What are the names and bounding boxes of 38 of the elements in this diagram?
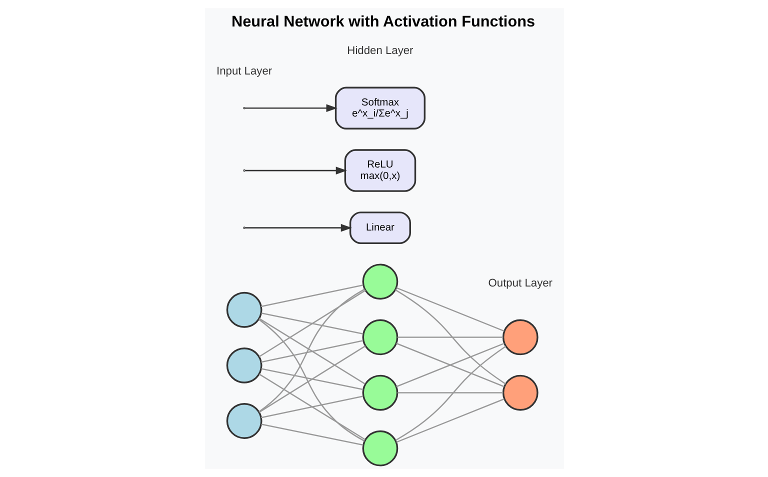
node-circle	[362, 430, 398, 466]
connector	[260, 340, 363, 363]
connector	[260, 368, 363, 390]
connector	[397, 392, 503, 394]
connector	[260, 284, 363, 308]
connector	[394, 346, 506, 441]
connector	[258, 318, 364, 442]
connector	[396, 342, 504, 388]
connector	[260, 396, 363, 418]
connector	[396, 398, 504, 443]
node-circle	[226, 292, 262, 328]
connector	[258, 374, 365, 440]
node-circle	[502, 319, 538, 356]
node-box: Softmax e^x_i/Σe^x_j	[334, 86, 426, 130]
node-box: Linear	[348, 212, 410, 244]
node-circle	[226, 347, 262, 384]
arrow	[244, 224, 352, 232]
arrow	[244, 166, 346, 174]
connector	[260, 312, 363, 335]
connector	[258, 288, 364, 412]
node-circle	[226, 403, 262, 439]
connector	[258, 345, 366, 413]
node-box: ReLU max(0,x)	[344, 149, 416, 192]
label: Input Layer	[216, 65, 272, 78]
connector	[394, 289, 506, 385]
arrow	[244, 104, 337, 112]
connector	[396, 287, 504, 332]
connector	[258, 290, 366, 358]
diagram-title: Neural Network with Activation Functions	[231, 13, 535, 30]
connector	[260, 424, 363, 446]
label: Output Layer	[488, 277, 552, 290]
node-circle	[362, 264, 398, 300]
connector	[397, 336, 503, 338]
node-circle	[362, 374, 398, 411]
node-circle	[502, 374, 538, 411]
node-circle	[362, 319, 398, 356]
connector	[258, 318, 365, 384]
label: Hidden Layer	[346, 44, 413, 57]
